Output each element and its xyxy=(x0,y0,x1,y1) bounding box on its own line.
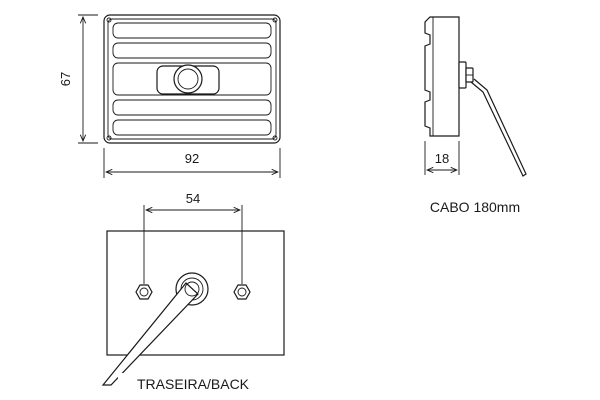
height-value: 67 xyxy=(58,72,73,86)
back-cable xyxy=(101,282,199,386)
hole-spacing-value: 54 xyxy=(186,191,200,206)
back-housing xyxy=(106,230,285,356)
back-view xyxy=(101,230,285,386)
width-value: 92 xyxy=(185,151,199,166)
side-connector xyxy=(458,61,474,89)
lens-ribs xyxy=(112,22,272,136)
height-dimension: 67 xyxy=(58,14,98,144)
mounting-stud-left xyxy=(135,284,153,300)
hole-spacing-dimension: 54 xyxy=(143,191,243,284)
mounting-stud-right xyxy=(233,284,251,300)
lamp-lug xyxy=(156,64,220,95)
front-view xyxy=(103,14,281,144)
depth-value: 18 xyxy=(435,151,449,166)
front-lens-border xyxy=(107,18,277,140)
depth-dimension: 18 xyxy=(424,141,460,175)
width-dimension: 92 xyxy=(103,148,281,178)
side-housing xyxy=(424,16,460,137)
front-housing xyxy=(103,14,281,144)
back-view-label: TRASEIRA/BACK xyxy=(137,376,250,392)
corner-tabs xyxy=(106,17,278,141)
side-cable xyxy=(470,78,527,177)
cable-label: CABO 180mm xyxy=(430,199,520,215)
side-view xyxy=(424,16,527,177)
